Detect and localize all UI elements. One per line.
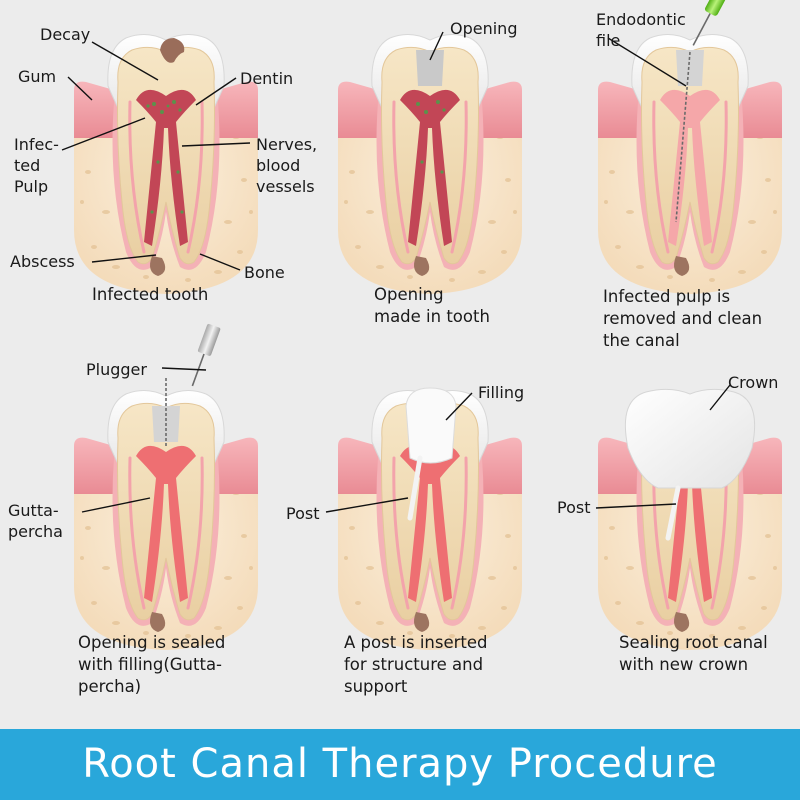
caption-step-3: Infected pulp is removed and clean the c… <box>603 287 763 350</box>
panel-infected-tooth <box>72 32 260 296</box>
page-title: Root Canal Therapy Procedure <box>82 741 718 787</box>
panel-sealing <box>72 323 260 652</box>
label-filling: Filling <box>478 383 525 402</box>
label-endodontic-file: Endodontic file <box>596 10 686 50</box>
label-abscess: Abscess <box>10 252 75 271</box>
tooth-illustrations <box>61 0 784 652</box>
label-opening: Opening <box>450 19 518 38</box>
leader-lines <box>61 31 731 513</box>
label-dentin: Dentin <box>240 69 294 88</box>
label-post: Post <box>286 504 320 523</box>
label-decay: Decay <box>40 25 91 44</box>
panel-cleaning <box>596 0 784 296</box>
label-crown: Crown <box>728 373 779 392</box>
label-post-crown: Post <box>557 498 591 517</box>
label-gum: Gum <box>18 67 57 86</box>
caption-step-1: Infected tooth <box>92 285 209 304</box>
caption-step-6: Sealing root canal with new crown <box>619 633 768 674</box>
panel-opening <box>336 32 524 296</box>
panel-post <box>336 387 524 652</box>
label-plugger: Plugger <box>86 360 147 379</box>
caption-step-5: A post is inserted for structure and sup… <box>344 633 488 696</box>
caption-step-4: Opening is sealed with filling(Gutta- pe… <box>78 633 226 696</box>
label-infected-pulp: Infec- ted Pulp <box>14 135 59 196</box>
title-banner: Root Canal Therapy Procedure <box>0 729 800 800</box>
panel-crown <box>596 388 784 652</box>
label-nerves: Nerves, blood vessels <box>256 135 318 196</box>
label-gutta-percha: Gutta- percha <box>8 501 63 541</box>
label-bone: Bone <box>244 263 285 282</box>
caption-step-2: Opening made in tooth <box>374 285 490 326</box>
